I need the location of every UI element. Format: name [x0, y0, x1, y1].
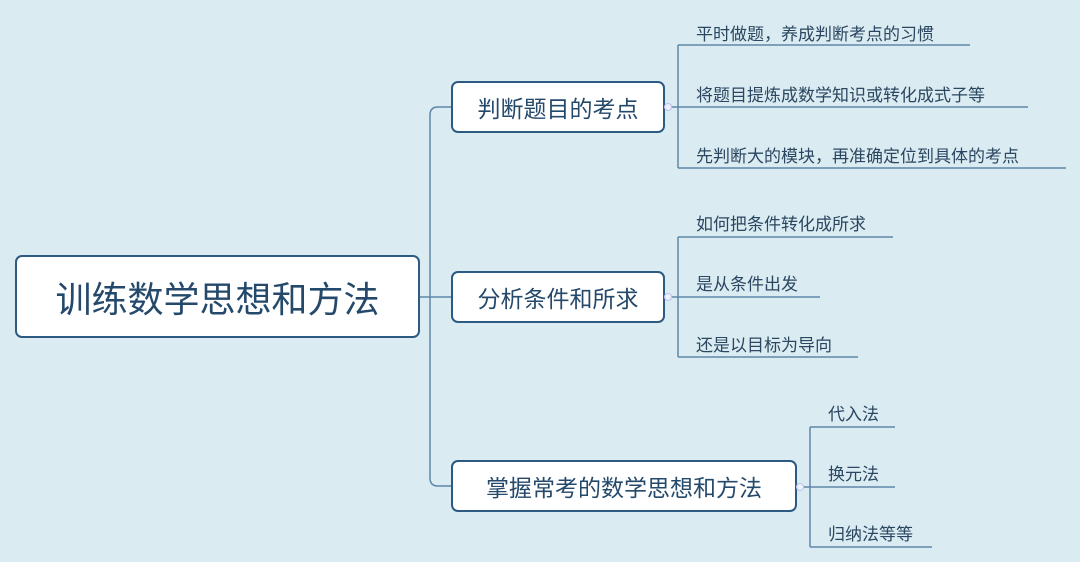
branch-node-exam-point[interactable]: 判断题目的考点 [451, 81, 665, 133]
collapse-toggle-icon[interactable] [664, 293, 672, 301]
leaf-node[interactable]: 归纳法等等 [828, 525, 913, 545]
root-node[interactable]: 训练数学思想和方法 [15, 255, 420, 338]
branch-label: 判断题目的考点 [477, 97, 639, 123]
root-label: 训练数学思想和方法 [55, 279, 380, 321]
leaf-node[interactable]: 如何把条件转化成所求 [696, 215, 866, 235]
branch-node-methods[interactable]: 掌握常考的数学思想和方法 [451, 460, 797, 512]
branch-node-analyze[interactable]: 分析条件和所求 [451, 271, 665, 323]
leaf-node[interactable]: 先判断大的模块，再准确定位到具体的考点 [696, 147, 1019, 167]
leaf-node[interactable]: 代入法 [828, 405, 879, 425]
collapse-toggle-icon[interactable] [664, 103, 672, 111]
leaf-node[interactable]: 将题目提炼成数学知识或转化成式子等 [696, 86, 985, 106]
collapse-toggle-icon[interactable] [796, 483, 804, 491]
branch-label: 掌握常考的数学思想和方法 [486, 476, 762, 502]
leaf-node[interactable]: 平时做题，养成判断考点的习惯 [696, 25, 934, 45]
leaf-node[interactable]: 换元法 [828, 465, 879, 485]
leaf-node[interactable]: 还是以目标为导向 [696, 336, 832, 356]
leaf-node[interactable]: 是从条件出发 [696, 275, 798, 295]
branch-label: 分析条件和所求 [477, 287, 639, 313]
